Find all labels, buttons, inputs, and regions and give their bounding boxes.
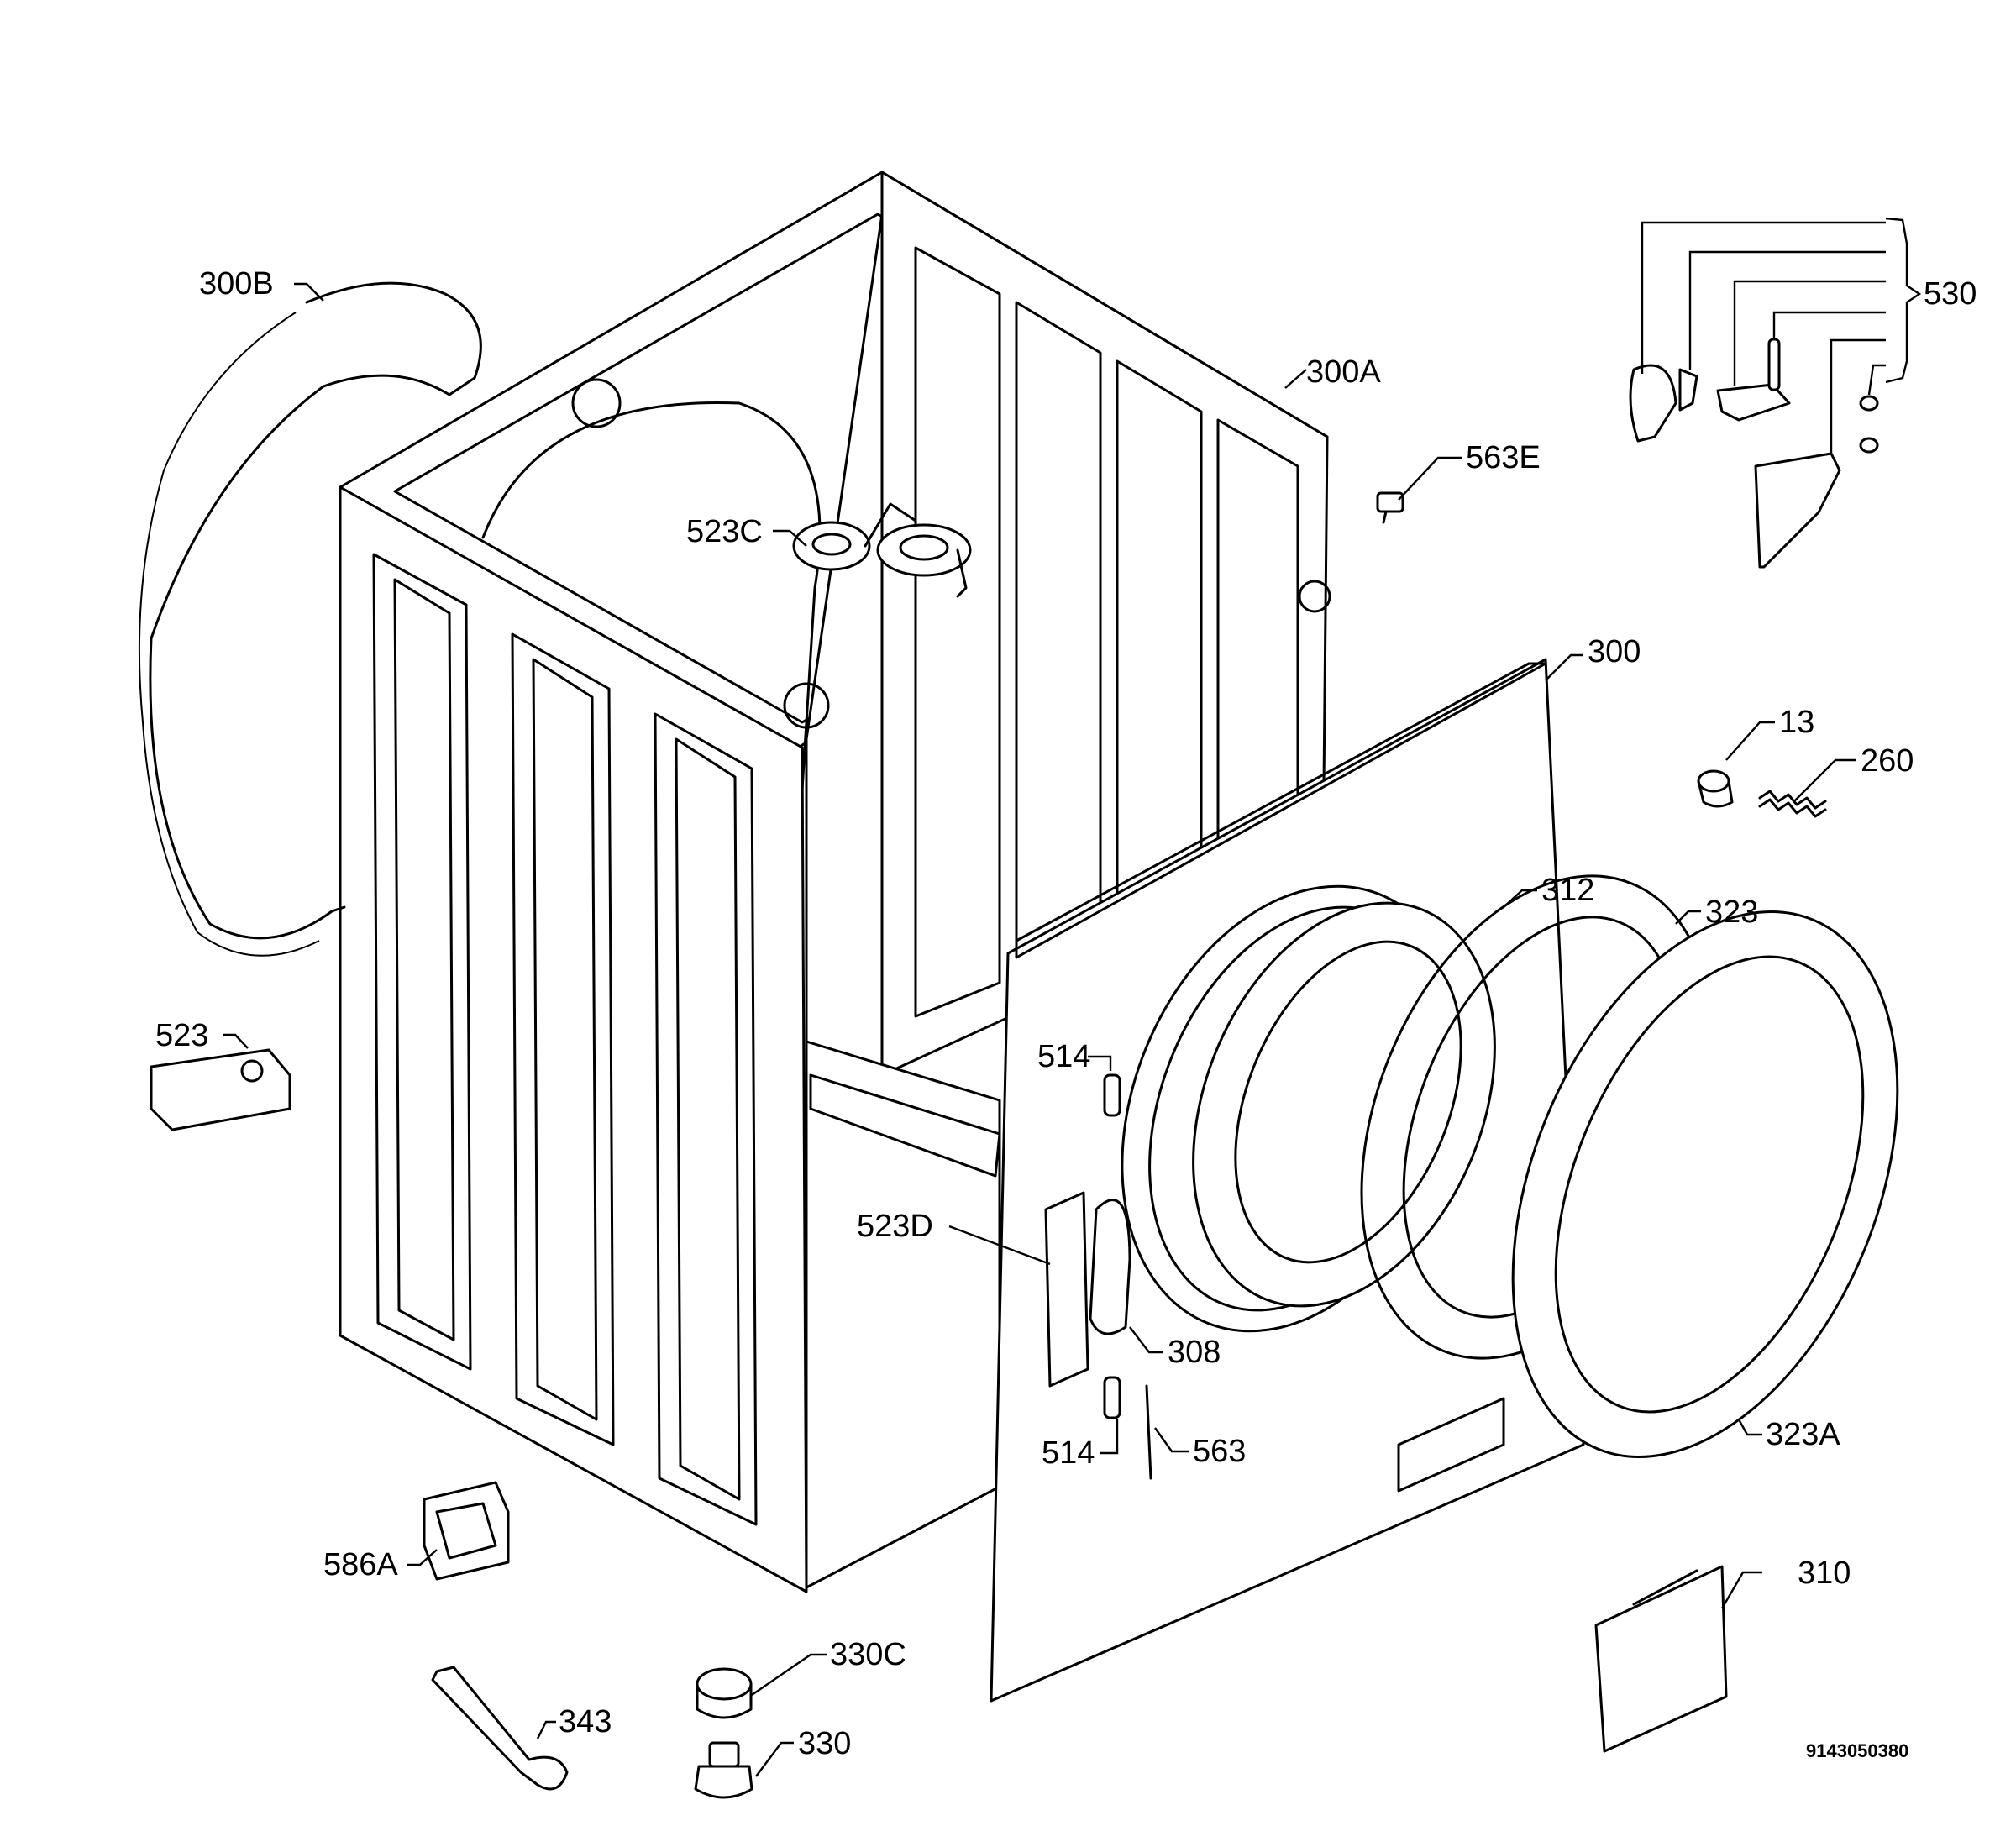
spring-part [1758, 790, 1827, 818]
door-glass-part [1192, 901, 1496, 1308]
label-323A: 323A [1766, 1417, 1840, 1452]
label-523: 523 [155, 1018, 208, 1053]
label-514-top: 514 [1037, 1039, 1090, 1074]
label-523C: 523C [686, 514, 763, 549]
label-586A: 586A [323, 1547, 398, 1582]
label-300B: 300B [199, 266, 274, 302]
rear-seal-part [149, 281, 482, 940]
label-300: 300 [1588, 634, 1641, 669]
label-13: 13 [1779, 705, 1814, 740]
outer-door-ring-part [1511, 910, 1899, 1458]
rod-part [1145, 1384, 1152, 1480]
filter-housing-part [423, 1481, 510, 1581]
document-number: 9143050380 [1806, 1740, 1908, 1761]
leader-lines [223, 217, 1922, 1777]
cabinet-part [339, 171, 1331, 1593]
hinge-parts-set [1629, 338, 1879, 569]
label-563E: 563E [1466, 440, 1541, 475]
wrench-part [431, 1666, 569, 1791]
label-330C: 330C [830, 1637, 906, 1672]
bushing-part [1697, 769, 1734, 808]
bracket-part [150, 1048, 291, 1131]
label-330: 330 [798, 1726, 851, 1761]
label-260: 260 [1861, 743, 1914, 779]
label-514-bottom: 514 [1042, 1435, 1095, 1471]
label-312: 312 [1541, 873, 1594, 908]
label-308: 308 [1168, 1335, 1221, 1370]
screw-part [1103, 1376, 1121, 1419]
label-563: 563 [1193, 1434, 1246, 1469]
screw-part [1103, 1073, 1121, 1117]
label-523D: 523D [857, 1209, 933, 1244]
door-lock-part [1044, 1191, 1131, 1388]
hose-clamp-part [792, 502, 972, 598]
label-530: 530 [1924, 276, 1977, 312]
label-300A: 300A [1306, 354, 1381, 390]
label-323: 323 [1705, 895, 1758, 930]
label-343: 343 [559, 1704, 612, 1739]
label-310: 310 [1798, 1556, 1851, 1591]
nut-part [696, 1667, 753, 1719]
pin-part [1376, 491, 1404, 524]
hose-fitting-part [694, 1741, 753, 1799]
service-cover-part [1594, 1565, 1728, 1753]
